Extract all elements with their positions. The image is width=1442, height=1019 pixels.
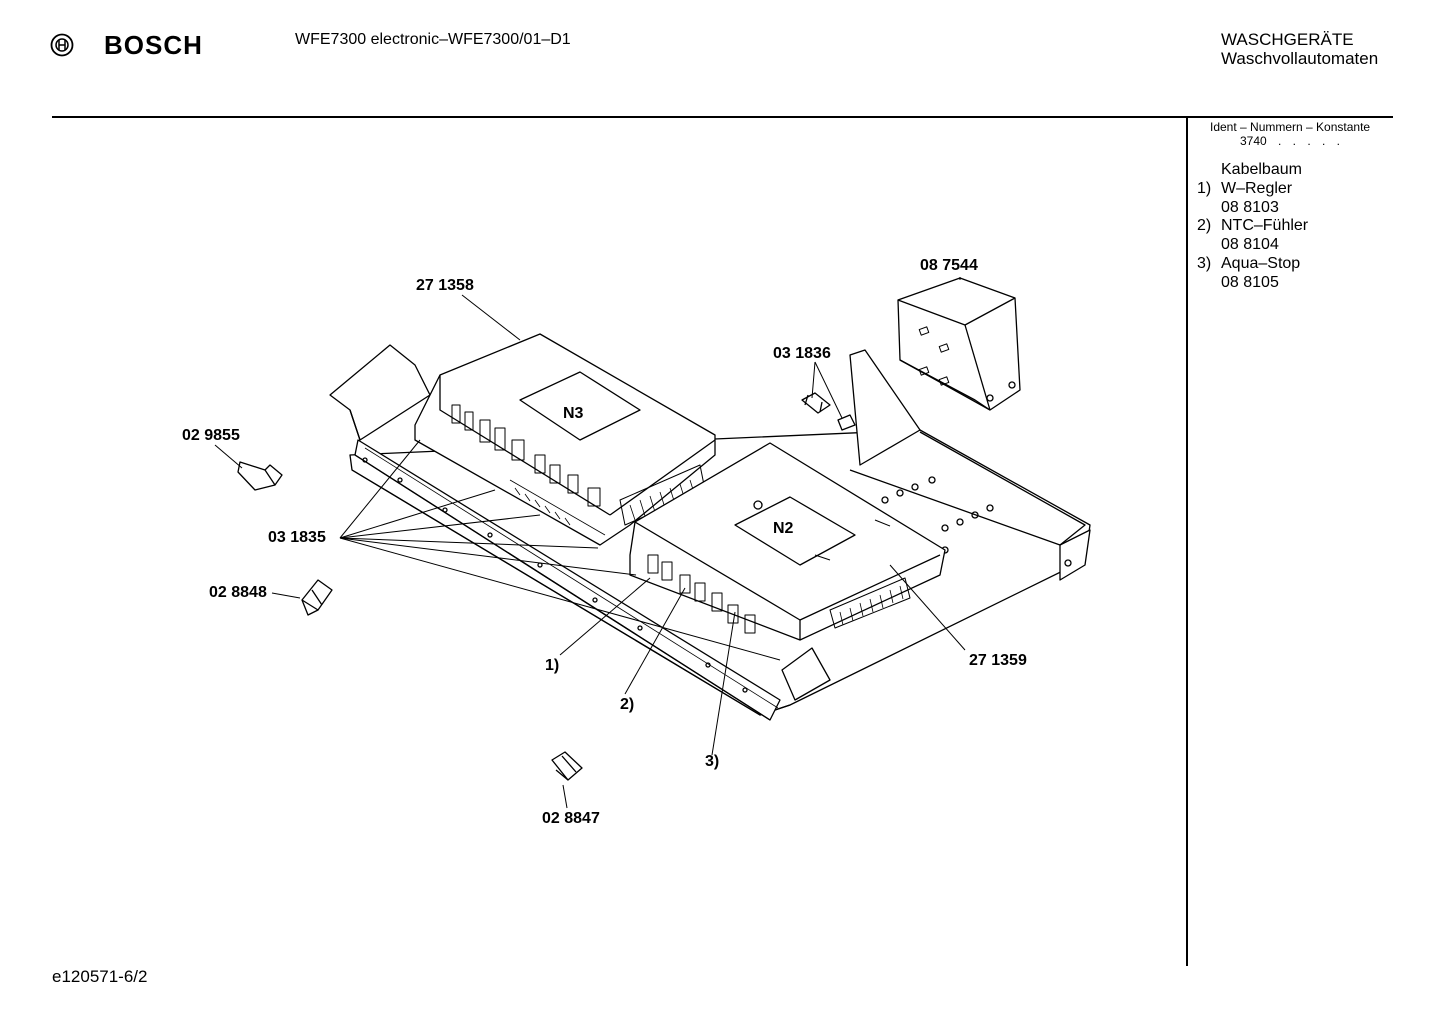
clip-029855 — [237, 461, 283, 491]
legend-name-3: Aqua–Stop — [1221, 255, 1301, 272]
module-label-n2: N2 — [773, 520, 794, 537]
module-label-n3: N3 — [563, 405, 584, 422]
callout-1: 1) — [545, 657, 560, 674]
legend-part-1: 08 8103 — [1221, 199, 1279, 216]
brand-name: BOSCH — [104, 30, 203, 60]
ident-value: 3740 — [1240, 134, 1267, 148]
exploded-parts-diagram — [214, 277, 1091, 809]
clip-031836 — [801, 392, 856, 431]
callout-3: 3) — [705, 753, 720, 770]
clip-028847 — [551, 751, 583, 781]
legend-num-2: 2) — [1197, 217, 1212, 234]
callout-2: 2) — [620, 696, 635, 713]
category-sub: Waschvollautomaten — [1221, 49, 1379, 68]
legend-part-2: 08 8104 — [1221, 236, 1279, 253]
label-028847: 02 8847 — [542, 810, 600, 827]
header-divider — [52, 116, 1393, 118]
label-028848: 02 8848 — [209, 584, 267, 601]
module-n3 — [414, 333, 716, 546]
module-n2 — [629, 442, 946, 641]
document-reference: e120571-6/2 — [52, 967, 148, 986]
label-031836: 03 1836 — [773, 345, 831, 362]
legend-name-1: W–Regler — [1221, 180, 1293, 197]
legend-num-3: 3) — [1197, 255, 1212, 272]
label-031835: 03 1835 — [268, 529, 326, 546]
legend-title: Kabelbaum — [1221, 161, 1302, 178]
transformer-part — [897, 277, 1021, 411]
plate-holes — [362, 457, 994, 693]
label-271359: 27 1359 — [969, 652, 1027, 669]
label-087544: 08 7544 — [920, 257, 978, 274]
ident-title: Ident – Nummern – Konstante — [1210, 120, 1371, 134]
legend-name-2: NTC–Fühler — [1221, 217, 1309, 234]
side-divider — [1186, 118, 1188, 966]
ident-dots: . . . . . — [1278, 134, 1345, 148]
leader-lines — [214, 277, 966, 809]
category-main: WASCHGERÄTE — [1221, 30, 1354, 49]
model-title: WFE7300 electronic–WFE7300/01–D1 — [295, 31, 571, 48]
label-029855: 02 9855 — [182, 427, 240, 444]
legend-num-1: 1) — [1197, 180, 1212, 197]
legend-part-3: 08 8105 — [1221, 274, 1279, 291]
label-271358: 27 1358 — [416, 277, 474, 294]
clip-028848 — [301, 579, 333, 616]
bosch-logo-icon — [50, 33, 74, 57]
